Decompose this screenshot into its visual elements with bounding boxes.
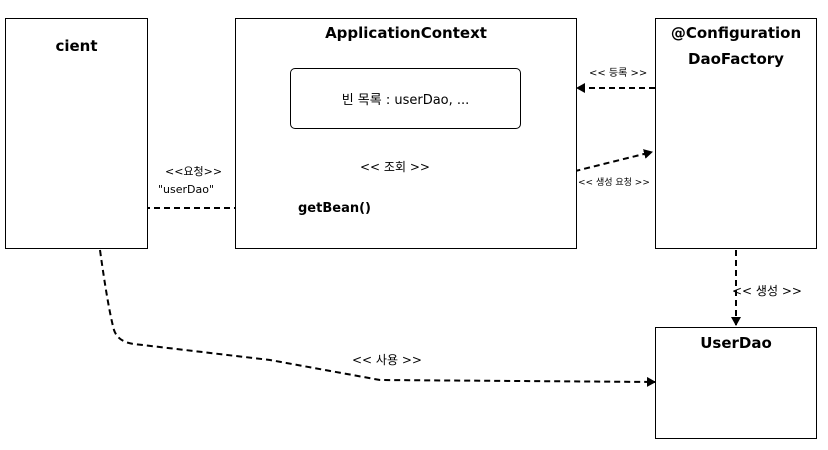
dao-factory-box: @Configuration DaoFactory — [655, 18, 817, 249]
bean-list-label: 빈 목록 : userDao, ... — [341, 93, 470, 108]
application-context-box: ApplicationContext — [235, 18, 577, 249]
register-label: << 등록 >> — [589, 68, 648, 79]
create-request-label: << 생성 요청 >> — [578, 178, 650, 188]
user-dao-box: UserDao — [655, 327, 817, 439]
configuration-annotation: @Configuration — [670, 24, 802, 42]
bean-list-box: 빈 목록 : userDao, ... — [290, 68, 521, 129]
client-title: cient — [55, 37, 98, 55]
dao-factory-title: DaoFactory — [688, 50, 784, 68]
application-context-title: ApplicationContext — [325, 24, 487, 42]
request-label: <<요청>> — [165, 165, 223, 178]
use-arrow — [99, 249, 656, 387]
create-label: << 생성 >> — [732, 284, 802, 298]
lookup-label: << 조회 >> — [360, 160, 430, 174]
request-arg-label: "userDao" — [158, 183, 215, 196]
use-label: << 사용 >> — [352, 353, 422, 367]
client-box: cient — [5, 18, 148, 249]
user-dao-title: UserDao — [700, 334, 772, 352]
getbean-label: getBean() — [298, 201, 371, 216]
